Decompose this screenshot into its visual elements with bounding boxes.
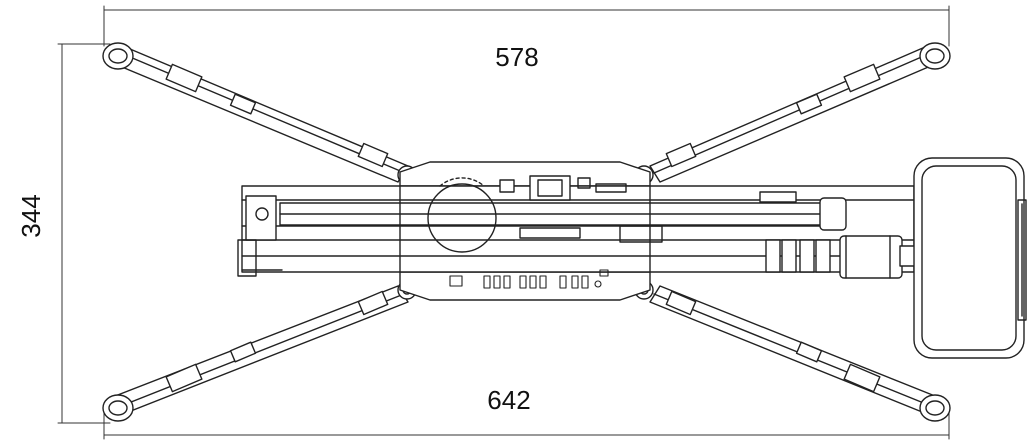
outrigger-leg-lower-left (102, 280, 417, 422)
chassis (237, 161, 917, 301)
outrigger-leg-upper-left (102, 42, 417, 185)
dimension-top-width: 578 (495, 42, 538, 72)
work-platform-basket (913, 157, 1027, 359)
outrigger-leg-lower-right (634, 280, 951, 422)
dimension-bottom-width: 642 (487, 385, 530, 415)
dimension-height: 344 (16, 194, 46, 237)
electrical-components (449, 269, 609, 289)
leg-hinges (399, 185, 651, 273)
outrigger-leg-upper-right (634, 42, 951, 185)
